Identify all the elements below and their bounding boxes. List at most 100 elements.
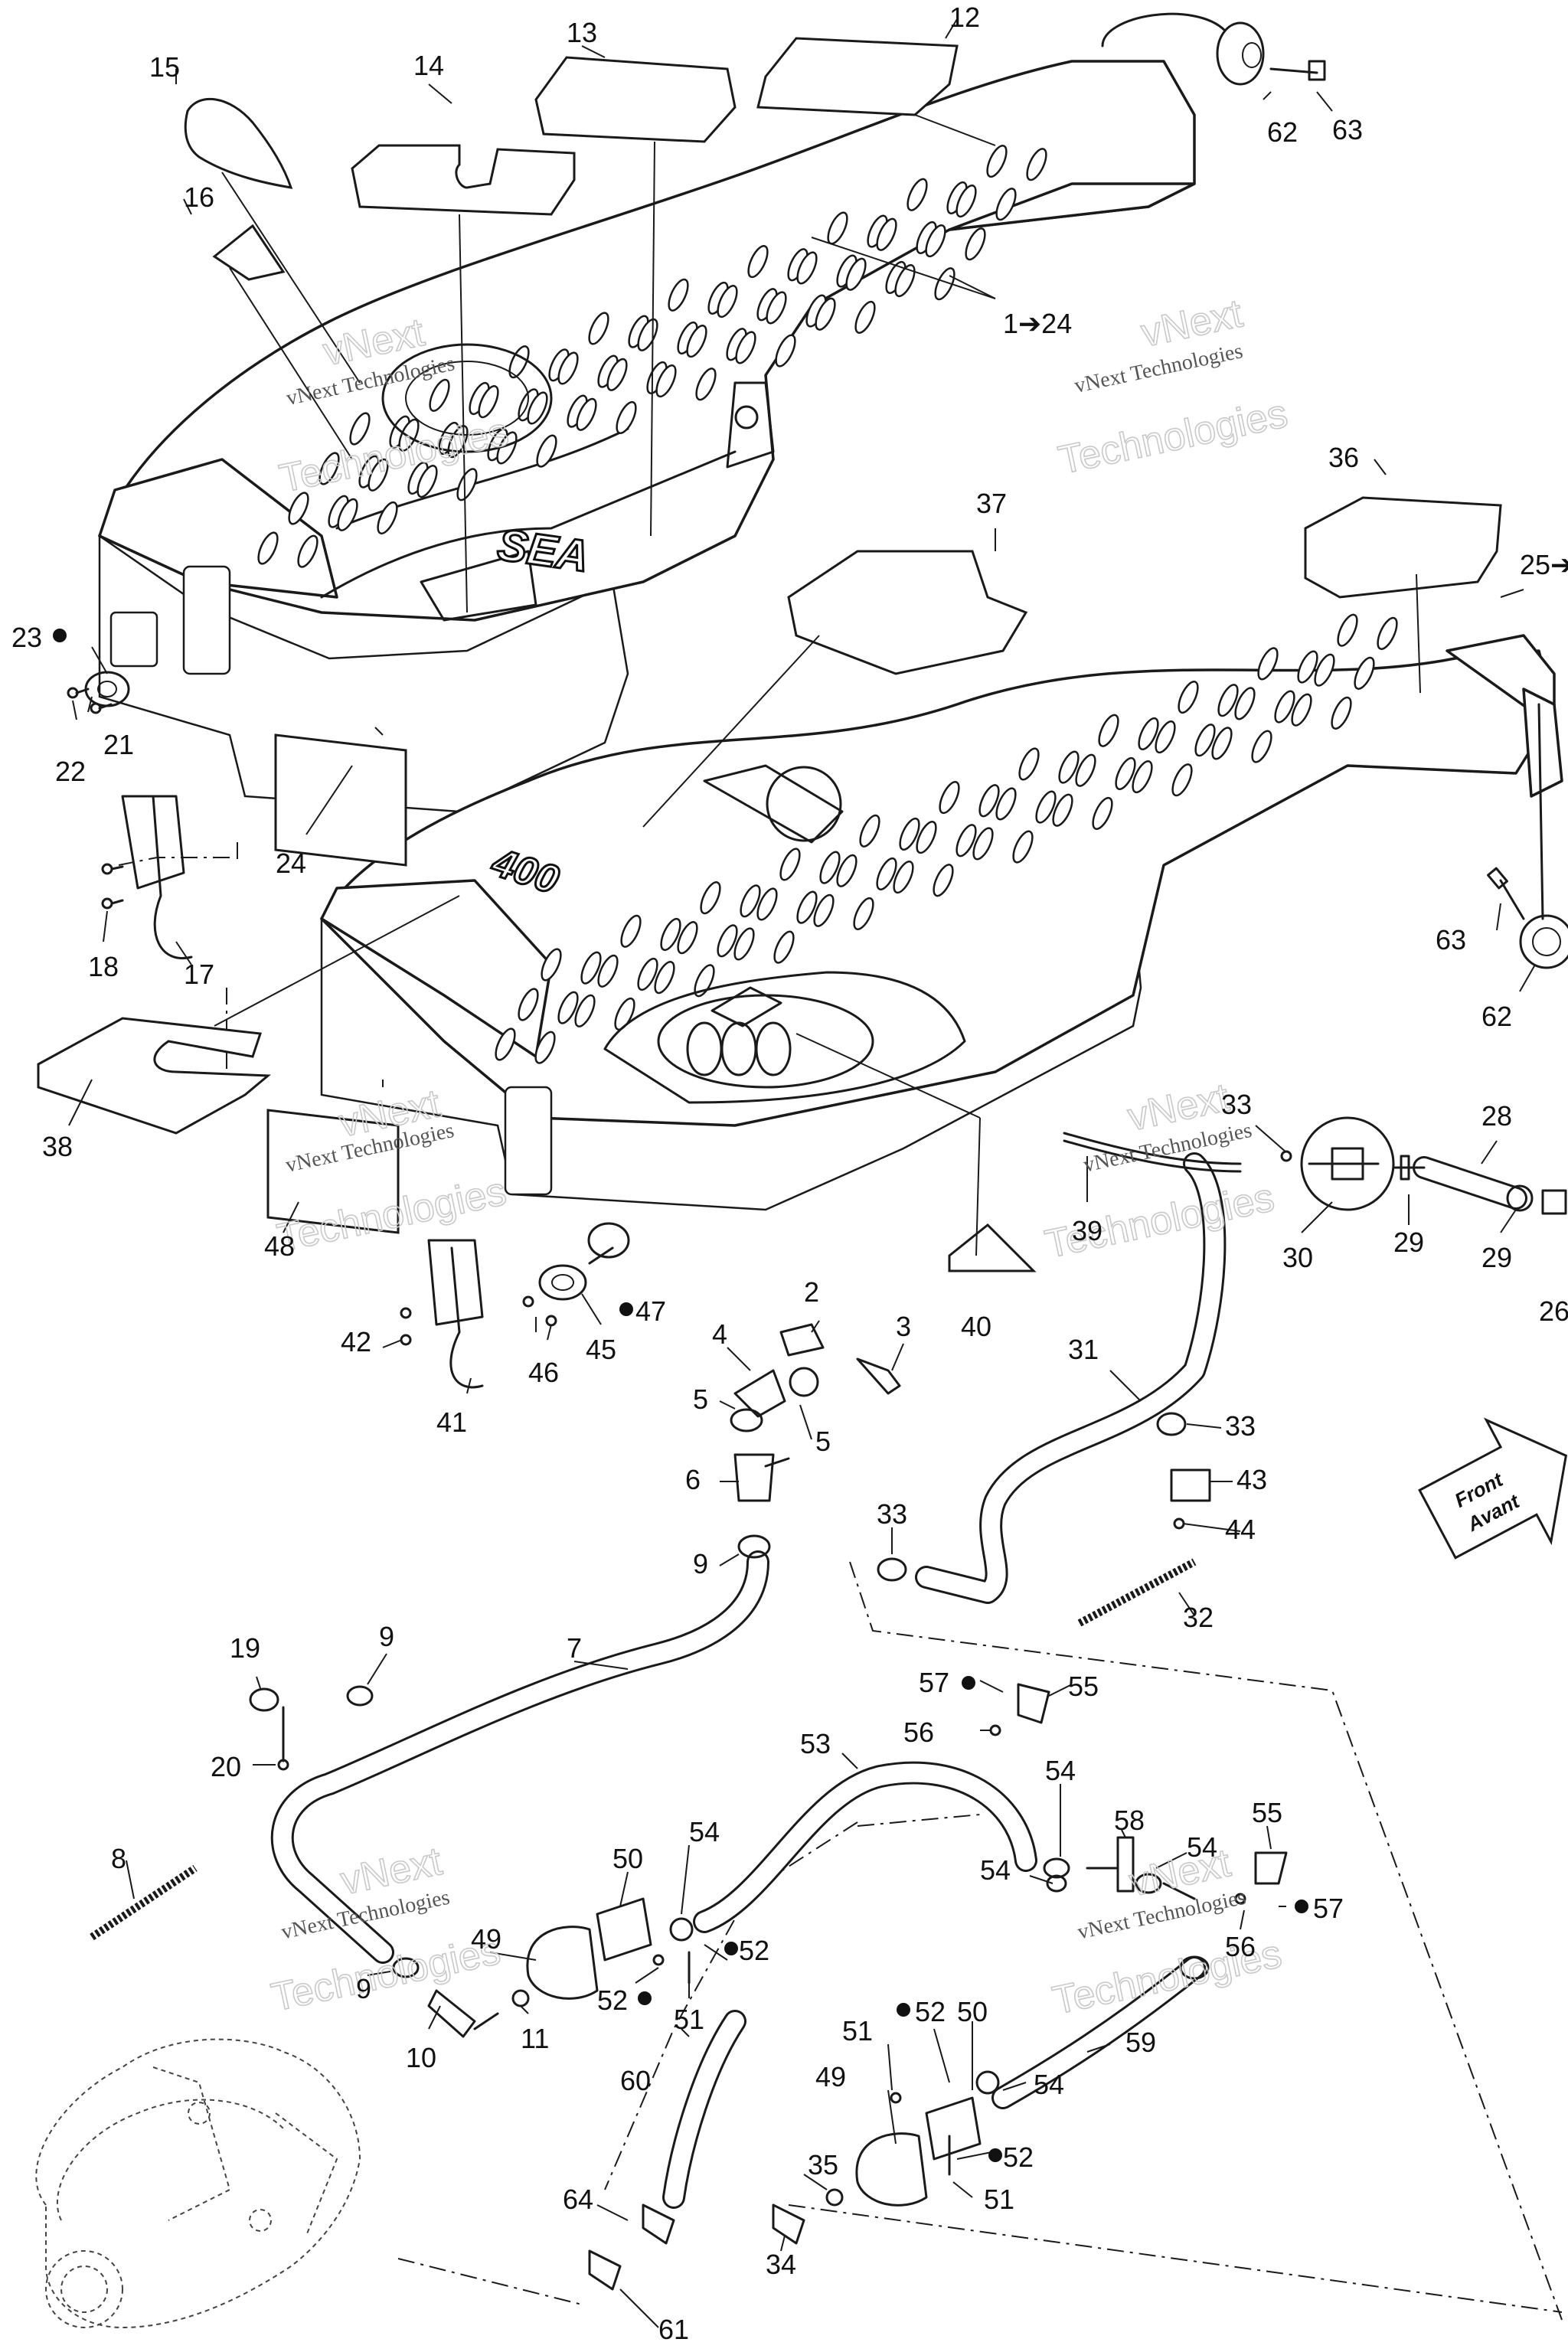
callout-label: 8: [111, 1843, 126, 1874]
tread-oval: [956, 185, 977, 218]
tread-oval: [508, 345, 530, 379]
callout-label: 9: [356, 1973, 371, 2004]
tread-oval: [1331, 696, 1352, 730]
callout-label: 52: [1003, 2141, 1034, 2173]
tread-oval: [288, 492, 309, 525]
tread-oval: [1115, 756, 1136, 790]
tread-oval: [1018, 747, 1040, 781]
tread-oval: [620, 914, 642, 948]
tread-oval: [995, 787, 1017, 821]
tread-oval: [616, 400, 637, 434]
callout-label: 54: [980, 1854, 1011, 1886]
callout-label: 62: [1481, 1001, 1512, 1032]
callout-label: 5: [815, 1426, 831, 1457]
callout-label: 56: [903, 1717, 934, 1748]
tread-oval: [527, 391, 548, 425]
callout-label: 34: [766, 2249, 796, 2280]
tread-oval: [478, 385, 499, 419]
tread-oval: [695, 368, 717, 401]
tread-oval: [416, 465, 438, 498]
tread-oval: [1377, 616, 1398, 650]
upper-deck-tread: [257, 145, 1047, 568]
callout-label: 40: [961, 1311, 991, 1342]
tread-oval: [796, 251, 818, 285]
tread-oval: [893, 861, 914, 894]
callout-label: 7: [567, 1632, 582, 1664]
tread-oval: [1314, 653, 1335, 687]
callout-label: 30: [1282, 1242, 1313, 1273]
tread-oval: [899, 817, 920, 851]
tread-oval: [677, 921, 698, 955]
callout-label: 9: [379, 1621, 394, 1652]
tread-oval: [1274, 690, 1295, 724]
callout-label: 53: [800, 1728, 831, 1759]
tread-oval: [796, 890, 818, 924]
pad-40: [948, 1223, 1037, 1272]
callout-label: 52: [915, 1996, 946, 2027]
callout-label: 11: [521, 2023, 549, 2054]
tread-oval: [580, 951, 602, 985]
tread-oval: [916, 821, 937, 854]
pad-13: [534, 56, 737, 143]
callout-label: 60: [620, 2065, 651, 2096]
callout-label: 51: [984, 2184, 1014, 2215]
upper-deck: SEA: [98, 60, 1196, 813]
tread-oval: [773, 930, 795, 964]
hardware: [67, 12, 1568, 1389]
tread-oval: [668, 278, 689, 312]
tread-oval: [1178, 681, 1199, 714]
tread-oval: [735, 331, 756, 364]
tread-oval: [694, 964, 715, 998]
callout-label: 57: [919, 1667, 949, 1698]
fittings: [35, 1116, 1567, 2329]
callout-label: 52: [739, 1935, 769, 1966]
callout-label: 4: [712, 1318, 727, 1350]
callout-label: 63: [1436, 924, 1466, 956]
tread-oval: [588, 312, 609, 345]
tread-oval: [700, 881, 721, 915]
callout-label: 54: [689, 1816, 720, 1847]
tread-oval: [637, 957, 658, 991]
callout-label: 18: [88, 951, 119, 982]
tread-oval: [297, 534, 318, 568]
guide-lines: [118, 842, 1563, 2321]
callout-label: 41: [436, 1406, 467, 1438]
callout-label: 3: [896, 1311, 911, 1342]
tread-oval: [986, 145, 1008, 178]
callout-label: 33: [877, 1498, 907, 1530]
callout-label: 28: [1481, 1100, 1512, 1132]
callout-label: 49: [815, 2061, 846, 2092]
tread-oval: [836, 854, 858, 887]
tread-oval: [429, 378, 450, 412]
tread-oval: [557, 991, 579, 1024]
tread-oval: [845, 257, 867, 291]
tread-oval: [859, 814, 880, 848]
callout-label: 54: [1187, 1831, 1217, 1863]
tread-oval: [819, 851, 841, 884]
callout-label: 32: [1183, 1602, 1214, 1633]
tread-oval: [368, 458, 389, 492]
callout-label: 12: [949, 2, 980, 33]
tread-oval: [576, 397, 597, 431]
tread-oval: [597, 954, 619, 988]
tread-oval: [557, 351, 579, 385]
tread-oval: [1035, 790, 1057, 824]
callout-label: 14: [413, 50, 444, 81]
tread-oval: [1155, 720, 1176, 754]
tread-oval: [766, 291, 787, 325]
tread-oval: [654, 961, 675, 995]
callout-label: 42: [341, 1326, 371, 1357]
callout-label: 19: [230, 1632, 260, 1664]
callout-label: 51: [674, 2004, 704, 2035]
pad-12: [756, 37, 959, 116]
callout-label: 25➔: [1520, 549, 1568, 580]
callout-label: 21: [103, 729, 134, 760]
hoses: [270, 1132, 1527, 2209]
callout-label: 44: [1225, 1514, 1256, 1545]
leader-lines: [68, 18, 1536, 2328]
tread-oval: [1138, 717, 1159, 750]
tread-oval: [456, 468, 478, 501]
callout-label: 54: [1034, 2069, 1064, 2100]
tread-oval: [660, 917, 681, 952]
tread-oval: [717, 924, 738, 958]
